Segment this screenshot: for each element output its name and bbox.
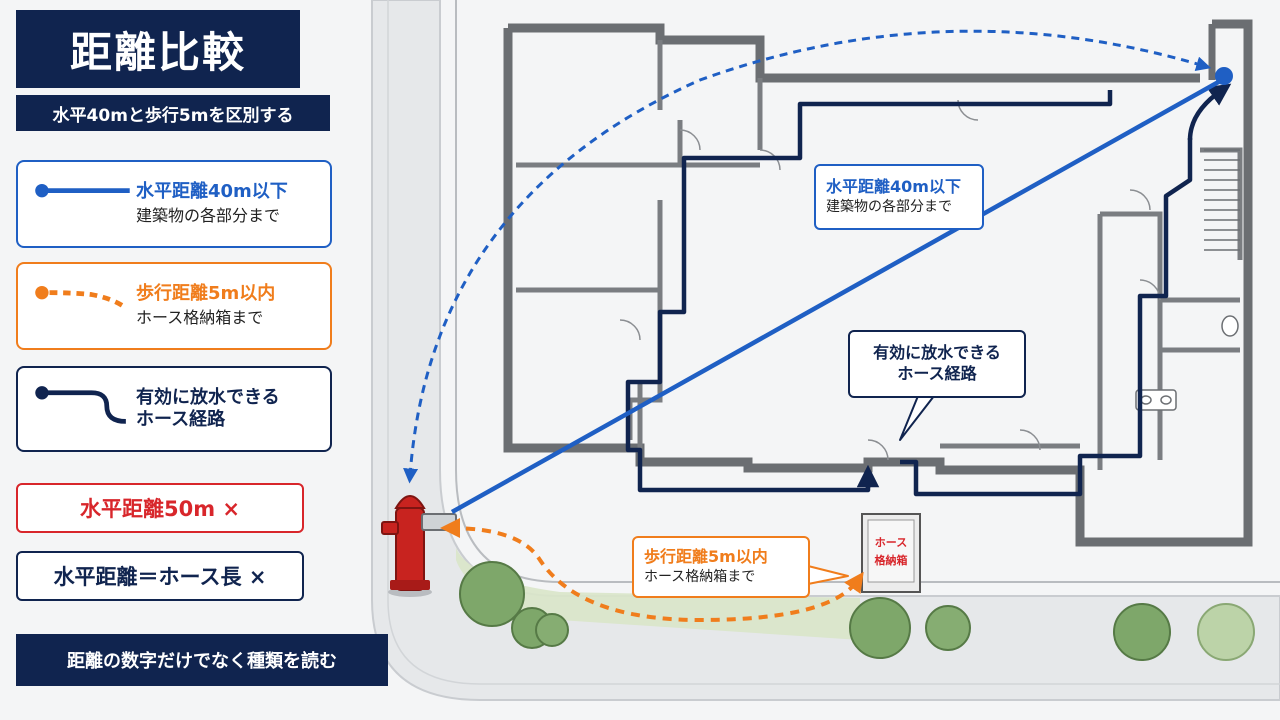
bottom-note: 距離の数字だけでなく種類を読む — [16, 634, 388, 686]
callout-horizontal-line2: 建築物の各部分まで — [826, 198, 952, 215]
dot-solid-line-icon — [35, 183, 130, 198]
hose-cabinet-label-line1: ホース — [875, 536, 907, 549]
legend-hose-route: 有効に放水できる ホース経路 — [16, 366, 332, 452]
callout-walking-line1: 歩行距離5m以内 — [644, 547, 768, 567]
legend-hose-route-line1: 有効に放水できる — [136, 386, 280, 408]
walking-distance-line — [440, 518, 864, 623]
wrong-item-horizontal-50m: 水平距離50m × — [16, 483, 304, 533]
dot-bent-line-icon — [35, 386, 126, 424]
legend-walking: 歩行距離5m以内 ホース格納箱まで — [16, 262, 332, 350]
page-title: 距離比較 — [16, 10, 300, 88]
horizontal-dashed-arc — [403, 29, 1212, 484]
hose-cabinet: ホース 格納箱 — [861, 513, 921, 593]
door-swings — [619, 99, 1161, 461]
hose-route-line — [625, 90, 1193, 497]
page-subtitle: 水平40mと歩行5mを区別する — [16, 95, 330, 131]
callout-hose-route: 有効に放水できる ホース経路 — [848, 330, 1026, 398]
legend-horizontal: 水平距離40m以下 建築物の各部分まで — [16, 160, 332, 248]
callout-walking: 歩行距離5m以内 ホース格納箱まで — [632, 536, 810, 598]
callout-walking-line2: ホース格納箱まで — [644, 568, 756, 585]
legend-walking-line2: ホース格納箱まで — [136, 308, 264, 328]
hose-cabinet-label-line2: 格納箱 — [875, 553, 908, 567]
horizontal-endpoint-dot — [1215, 67, 1233, 85]
dot-dashed-line-icon — [35, 285, 128, 310]
horizontal-distance-line — [450, 78, 1224, 514]
legend-horizontal-line2: 建築物の各部分まで — [136, 206, 281, 226]
fire-hydrant-icon — [381, 495, 457, 597]
building-floor-plan — [503, 19, 1253, 547]
callout-hose-route-line2: ホース経路 — [897, 364, 977, 383]
hose-route-callout-tail — [899, 395, 935, 441]
legend-horizontal-line1: 水平距離40m以下 — [136, 180, 288, 202]
wrong-item-hose-length: 水平距離＝ホース長 × — [16, 551, 304, 601]
legend-walking-line1: 歩行距離5m以内 — [136, 282, 276, 304]
callout-horizontal: 水平距離40m以下 建築物の各部分まで — [814, 164, 984, 230]
stairs — [1204, 149, 1240, 251]
legend-hose-route-line2: ホース経路 — [136, 409, 226, 430]
callout-horizontal-line1: 水平距離40m以下 — [826, 177, 961, 197]
callout-hose-route-line1: 有効に放水できる — [873, 343, 1001, 363]
restroom-fixtures — [1135, 315, 1239, 411]
